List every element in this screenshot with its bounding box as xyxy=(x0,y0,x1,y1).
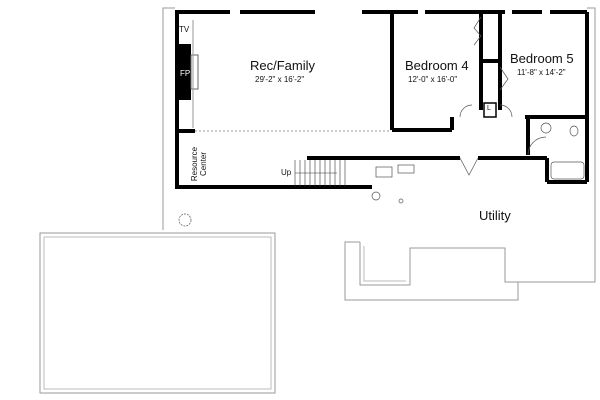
stairs-up-label: Up xyxy=(281,168,292,177)
garage-outline xyxy=(39,232,276,394)
room-dims-rec: 29'-2" x 16'-2" xyxy=(255,75,305,84)
room-name-bed4: Bedroom 4 xyxy=(405,58,469,73)
linen-label: L xyxy=(487,105,491,112)
room-dims-bed4: 12'-0" x 16'-0" xyxy=(408,75,458,84)
room-name-bed5: Bedroom 5 xyxy=(510,51,574,66)
room-name-utility: Utility xyxy=(479,208,511,223)
outer-outline xyxy=(39,7,596,394)
tv-label: TV xyxy=(179,25,190,34)
hearth xyxy=(190,54,199,90)
fixtures-drawing xyxy=(178,16,585,227)
room-name-resource: Resource Center xyxy=(190,146,208,182)
room-dims-bed5: 11'-8" x 14'-2" xyxy=(517,68,566,77)
linen-closet xyxy=(483,102,497,118)
stairs xyxy=(294,160,346,187)
room-name-rec: Rec/Family xyxy=(250,58,316,73)
fireplace-label: FP xyxy=(180,69,191,78)
walls xyxy=(175,10,589,189)
